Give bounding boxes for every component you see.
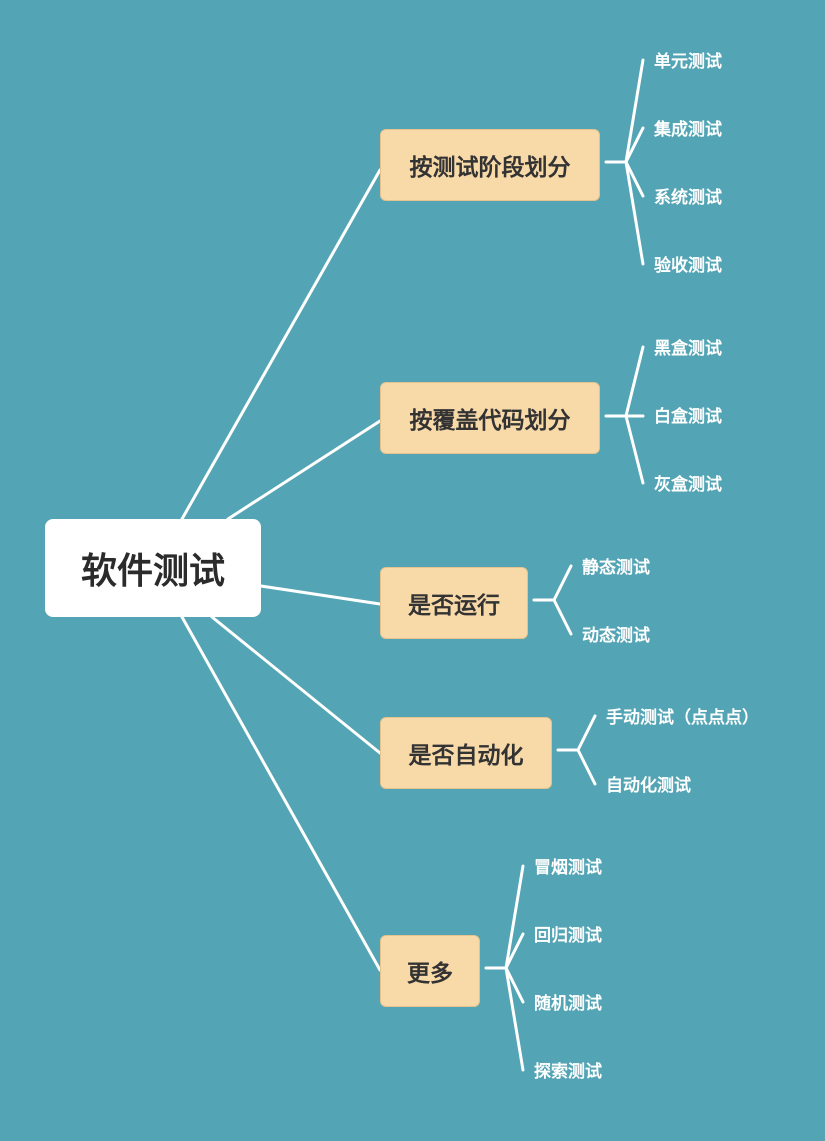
category-node-execution[interactable]: 是否运行 <box>380 567 528 639</box>
leaf-node[interactable]: 验收测试 <box>654 256 722 276</box>
connector-cat-2-child-1 <box>552 598 573 636</box>
leaf-node[interactable]: 随机测试 <box>534 994 602 1014</box>
connector-cat-0-child-1 <box>624 126 645 164</box>
connector-root-cat-3 <box>210 615 382 755</box>
connector-cat-3-child-1 <box>576 748 597 786</box>
category-node-automation[interactable]: 是否自动化 <box>380 717 552 789</box>
connector-root-cat-0 <box>180 168 382 521</box>
leaf-node[interactable]: 回归测试 <box>534 926 602 946</box>
connector-cat-3-child-0 <box>576 714 597 752</box>
connector-cat-4-child-0 <box>504 864 525 970</box>
leaf-node[interactable]: 系统测试 <box>654 188 722 208</box>
connector-root-cat-1 <box>226 419 382 521</box>
category-node-more[interactable]: 更多 <box>380 935 480 1007</box>
root-node[interactable]: 软件测试 <box>45 519 261 617</box>
connector-cat-2-child-0 <box>552 564 573 602</box>
connector-cat-4-child-2 <box>504 966 525 1004</box>
category-node-test-stage[interactable]: 按测试阶段划分 <box>380 129 600 201</box>
leaf-node[interactable]: 冒烟测试 <box>534 858 602 878</box>
leaf-node[interactable]: 黑盒测试 <box>654 339 722 359</box>
connector-root-cat-4 <box>180 615 382 972</box>
leaf-node[interactable]: 探索测试 <box>534 1062 602 1082</box>
leaf-node[interactable]: 静态测试 <box>582 558 650 578</box>
connector-cat-4-child-1 <box>504 932 525 970</box>
leaf-node[interactable]: 集成测试 <box>654 120 722 140</box>
leaf-node[interactable]: 手动测试（点点点） <box>606 708 759 728</box>
category-node-code-coverage[interactable]: 按覆盖代码划分 <box>380 382 600 454</box>
leaf-node[interactable]: 单元测试 <box>654 52 722 72</box>
leaf-node[interactable]: 白盒测试 <box>654 407 722 427</box>
connector-cat-1-child-0 <box>624 345 645 418</box>
leaf-node[interactable]: 灰盒测试 <box>654 475 722 495</box>
connector-cat-0-child-2 <box>624 160 645 198</box>
connector-cat-0-child-3 <box>624 160 645 266</box>
connector-root-cat-2 <box>259 584 382 606</box>
leaf-node[interactable]: 自动化测试 <box>606 776 691 796</box>
connector-cat-1-child-2 <box>624 414 645 485</box>
connector-cat-4-child-3 <box>504 966 525 1072</box>
leaf-node[interactable]: 动态测试 <box>582 626 650 646</box>
connector-cat-0-child-0 <box>624 58 645 164</box>
